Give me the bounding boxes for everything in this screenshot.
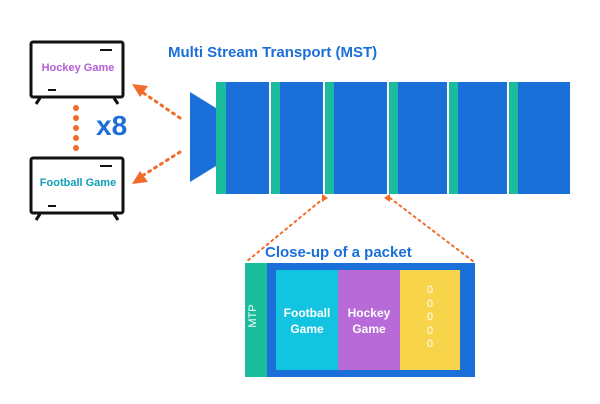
padding-zeros: 0 0 0 0 0 [400, 284, 460, 352]
tv-football-icon [29, 156, 125, 221]
segment-football-label: Football Game [283, 306, 331, 336]
tv-hockey-label: Hockey Game [41, 62, 115, 74]
diagram-title: Multi Stream Transport (MST) [168, 44, 378, 61]
padding-zero: 0 [426, 324, 434, 337]
tv-football-label: Football Game [39, 177, 117, 189]
padding-zero: 0 [426, 284, 434, 296]
zoom-guides [245, 194, 475, 263]
arrow-to-football-tv [132, 150, 182, 184]
arrow-to-hockey-tv [132, 84, 182, 120]
segment-hockey-label: Hockey Game [347, 306, 391, 336]
closeup-title: Close-up of a packet [265, 244, 412, 261]
stack-dots [73, 105, 79, 151]
padding-zero: 0 [426, 311, 434, 323]
stream-funnel [190, 92, 216, 182]
closeup-packet [245, 263, 475, 377]
padding-zero: 0 [426, 297, 434, 310]
tv-hockey-icon [29, 40, 125, 105]
mtp-header-label: MTP [247, 304, 259, 328]
multiplier-label: x8 [96, 110, 128, 141]
padding-zero: 0 [426, 338, 434, 350]
stream-packets [216, 82, 570, 194]
